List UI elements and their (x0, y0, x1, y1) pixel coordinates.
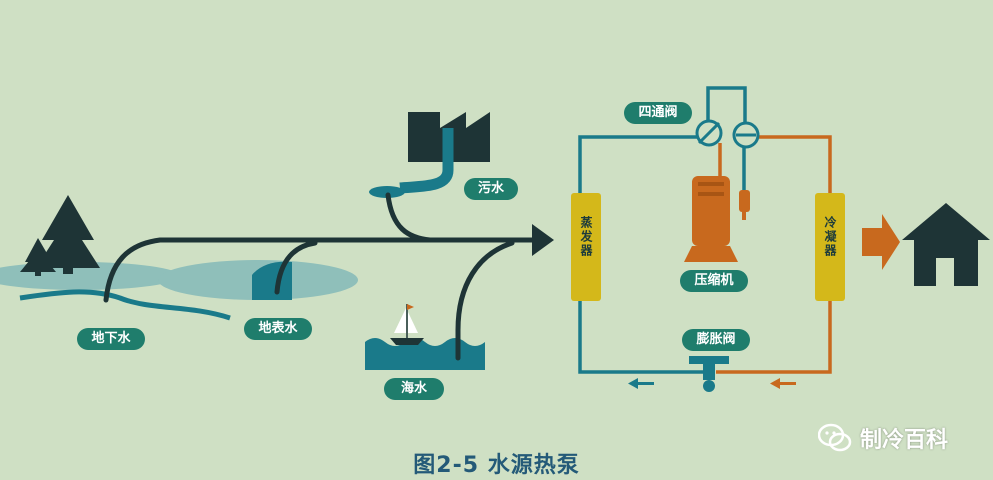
figure-caption: 图2-5 水源热泵 (413, 453, 580, 478)
flow-arrow-right (770, 378, 796, 389)
house-icon (902, 203, 990, 286)
label-four-way-valve: 四通阀 (624, 102, 692, 124)
watermark-text: 制冷百科 (860, 428, 949, 453)
label-expansion-valve: 膨胀阀 (682, 329, 750, 351)
label-groundwater: 地下水 (77, 328, 145, 350)
underground-stream (19, 289, 231, 321)
label-sewage: 污水 (464, 178, 518, 200)
expansion-valve-icon (689, 356, 729, 392)
watermark: 制冷百科 (817, 422, 949, 454)
four-way-valve-icon (695, 119, 760, 149)
source-pipes (103, 192, 543, 361)
heat-output-arrow (862, 214, 900, 270)
wechat-icon (817, 423, 852, 453)
sea-icon (365, 304, 485, 370)
evaporator-coil (571, 193, 601, 301)
label-surface-water: 地表水 (244, 318, 312, 340)
main-arrow-head (532, 224, 554, 256)
flow-arrow-left (628, 378, 654, 389)
condenser-coil (815, 193, 845, 301)
label-seawater: 海水 (384, 378, 444, 400)
sewage-pipe (399, 128, 454, 194)
sewage-pool (369, 186, 405, 198)
label-evaporator: 蒸发器 (579, 216, 593, 258)
label-compressor: 压缩机 (680, 270, 748, 292)
compressor-icon (684, 176, 750, 262)
tree-icon (20, 195, 100, 276)
label-condenser: 冷凝器 (823, 216, 837, 258)
